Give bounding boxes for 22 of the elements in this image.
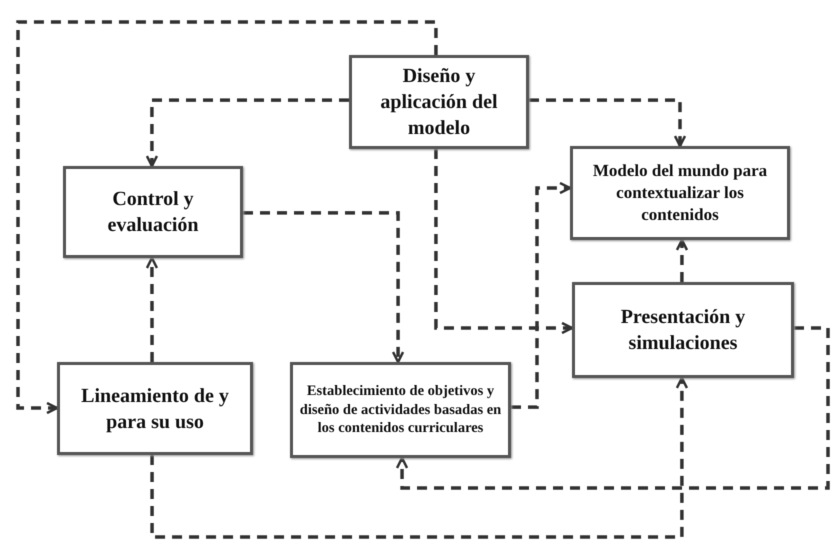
dashed-arrow (676, 238, 688, 282)
process-box (290, 362, 511, 458)
box-label: Control y evaluación (106, 187, 200, 238)
box-label: Establecimiento de objetivos y diseño de actividades basadas en los contenidos curriculares (298, 382, 502, 438)
process-box (63, 166, 243, 258)
box-label: Modelo del mundo para contextualizar los contenidos (592, 160, 768, 226)
process-box (570, 146, 790, 240)
dashed-arrow (16, 20, 438, 414)
dashed-arrow (434, 149, 574, 334)
dashed-arrow (146, 256, 158, 362)
process-box (572, 282, 794, 378)
dashed-arrow (529, 98, 686, 148)
process-box (57, 362, 253, 455)
process-box (349, 55, 529, 149)
box-label: Presentación y simulaciones (620, 305, 746, 356)
dashed-arrow (150, 376, 688, 539)
dashed-arrow (146, 98, 349, 168)
dashed-arrow (243, 211, 404, 364)
dashed-arrow (511, 182, 572, 409)
box-label: Lineamiento de y para su uso (80, 384, 230, 434)
dashed-arrow (396, 326, 830, 490)
box-label: Diseño y aplicación del modelo (379, 64, 499, 141)
